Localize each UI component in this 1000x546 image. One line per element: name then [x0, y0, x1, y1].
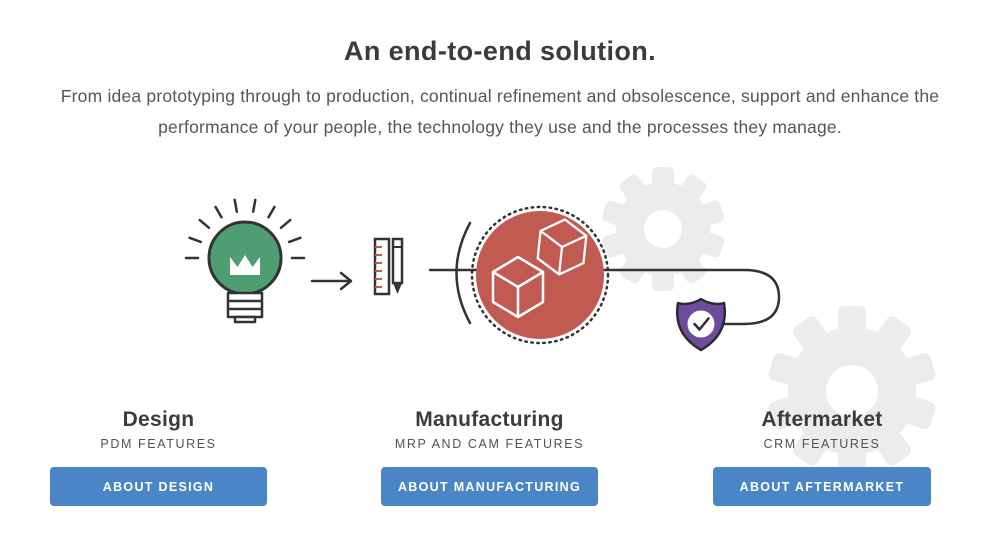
lightbulb-rays	[184, 198, 306, 260]
process-illustration	[0, 163, 1000, 495]
cube-icon	[536, 218, 588, 276]
column-aftermarket: Aftermarket CRM FEATURES ABOUT AFTERMARK…	[713, 408, 931, 506]
ruler-pencil-icon	[373, 237, 404, 296]
lightbulb-base	[226, 291, 264, 324]
connector-lines	[428, 221, 781, 326]
column-title: Design	[122, 408, 195, 431]
column-subtitle: CRM FEATURES	[763, 437, 881, 451]
gear-watermark-icon	[768, 306, 936, 476]
section-title: An end-to-end solution.	[343, 36, 657, 66]
process-illustration-svg	[184, 167, 936, 476]
about-aftermarket-button[interactable]: ABOUT AFTERMARKET	[713, 467, 931, 506]
column-subtitle: MRP AND CAM FEATURES	[394, 437, 585, 451]
production-circle-with-cubes-icon	[470, 205, 610, 345]
shield-check-icon	[676, 297, 726, 352]
section-subtitle: From idea prototyping through to product…	[60, 86, 940, 137]
column-design: Design PDM FEATURES ABOUT DESIGN	[50, 408, 267, 506]
column-title: Manufacturing	[415, 408, 564, 431]
cube-icon	[491, 255, 545, 319]
bracket-arc	[455, 221, 472, 325]
lightbulb-filament	[230, 255, 260, 275]
feature-columns: Design PDM FEATURES ABOUT DESIGN Manufac…	[0, 408, 1000, 528]
column-subtitle: PDM FEATURES	[100, 437, 217, 451]
right-connector-line	[598, 268, 781, 326]
column-title: Aftermarket	[761, 408, 883, 431]
arrow-right-icon	[310, 271, 353, 291]
column-manufacturing: Manufacturing MRP AND CAM FEATURES ABOUT…	[381, 408, 598, 506]
lightbulb-idea-icon	[184, 198, 306, 324]
gear-watermark-icon	[601, 167, 725, 291]
about-design-button[interactable]: ABOUT DESIGN	[50, 467, 267, 506]
about-manufacturing-button[interactable]: ABOUT MANUFACTURING	[381, 467, 598, 506]
